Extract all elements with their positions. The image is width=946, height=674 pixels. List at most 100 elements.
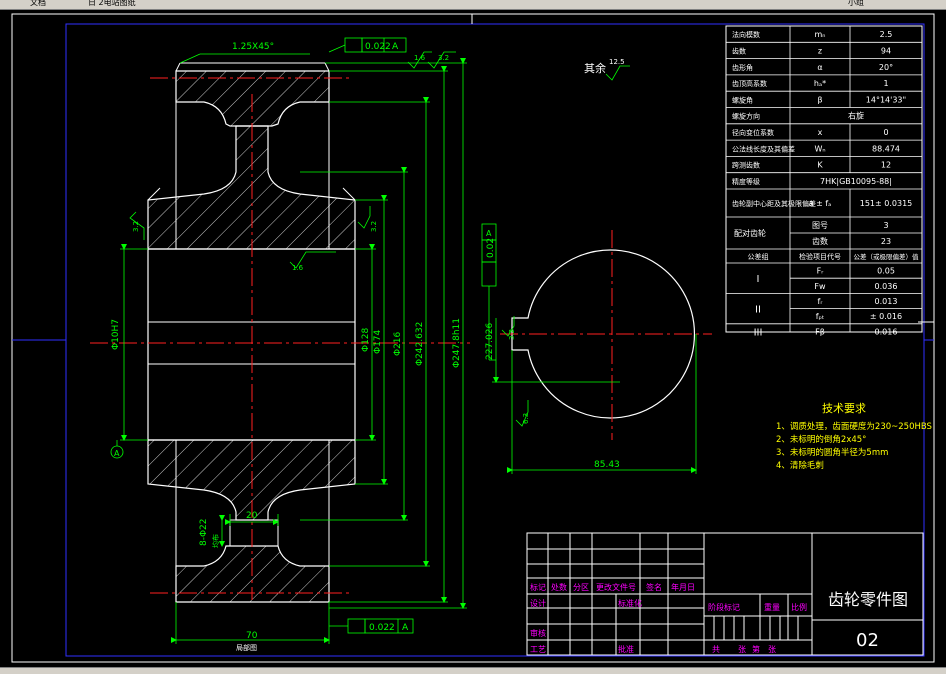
gear-section-view [90,62,470,603]
hole-note: 均布 [211,534,220,548]
param-val-6: 0 [883,128,888,137]
param-val-10: 151± 0.0315 [860,199,913,208]
param-name-10: 齿轮副中心距及其极限偏差 [732,199,816,208]
rest-rough: 12.5 [609,58,625,66]
tb-sign: 签名 [646,582,662,592]
status-bar [0,667,946,674]
tol-code-1-1: fₚₜ [816,312,825,321]
tb-count: 处数 [551,582,567,592]
chamfer-label: 1.25X45° [232,42,274,52]
param-merged-5: 右旋 [848,111,864,121]
tol-code-0-0: Fᵣ [817,267,825,276]
width-20-label: 20 [246,511,258,521]
param-sym-1: z [818,46,822,55]
width-70-label: 70 [246,631,258,641]
param-sym-8: K [817,161,823,170]
param-merged-9: 7HK|GB10095-88| [820,177,892,186]
tb-scale: 比例 [791,602,807,612]
param-val-2: 20° [879,63,893,72]
rough-top-1: 1.6 [414,54,426,62]
param-name-3: 齿顶高系数 [732,79,767,88]
tb-approve: 批准 [618,644,634,654]
tech-item-1: 1、调质处理，齿面硬度为230~250HBS [776,421,932,432]
tol-head-group: 公差组 [748,252,769,261]
param-val-4: 14°14'33" [866,95,906,104]
tb-drawing-title: 齿轮零件图 [828,590,908,609]
rough-bore: 1.6 [292,264,304,272]
param-val-7: 88.474 [872,144,900,153]
param-val-0: 2.5 [880,30,893,39]
tb-mark: 标记 [530,582,546,592]
tol-code-1-0: fᵣ [818,297,824,306]
param-sym-4: β [817,95,822,104]
tol-group-1: II [755,305,761,316]
rough-right: 3.2 [370,221,378,232]
param-sym-6: x [818,128,823,137]
end-view-text: 其余 12.5 0.02 A 227.026 3.2 6.3 85.43 [485,58,625,470]
hole-label: 8-Φ22 [199,518,209,546]
tol-val-1-1: ± 0.016 [870,312,902,321]
rough-keyway: 3.2 [508,329,516,340]
tech-item-2: 2、未标明的倒角2x45° [776,434,866,445]
rough-left: 3.2 [132,221,140,232]
tb-design: 设计 [530,598,546,608]
mating-row2-val: 23 [881,237,891,246]
param-sym-7: Wₙ [814,144,825,153]
dim-85-label: 85.43 [594,460,620,470]
toolbar-item-1[interactable]: 文档 [30,0,46,7]
toolbar-item-2[interactable]: 日 2电站图纸 [88,0,136,7]
tb-standard: 标准化 [618,598,642,608]
tb-zone: 分区 [573,583,589,592]
tech-title: 技术要求 [822,402,866,415]
tol-group-0: I [757,274,760,285]
param-name-4: 螺旋角 [732,95,753,104]
param-name-1: 齿数 [732,46,746,55]
tb-page: 第 [752,644,760,654]
param-val-1: 94 [881,46,891,55]
param-sym-10: a ± fₐ [809,199,832,208]
tb-total: 共 [712,645,720,654]
mating-row1-val: 3 [883,221,888,230]
tol-val-0-0: 0.05 [877,267,895,276]
end-view-dims [481,65,697,474]
tol-code-0-1: Fw [814,282,826,291]
tb-weight: 重量 [764,602,780,612]
toolbar-item-6[interactable]: 小组 [848,0,864,7]
tech-item-4: 4、清除毛刺 [776,460,824,471]
param-name-7: 公法线长度及其偏差 [732,144,795,153]
param-sym-0: mₙ [815,30,826,39]
title-block [526,532,924,656]
tol-val-2-0: 0.016 [875,327,898,336]
tb-process: 工艺 [530,645,546,654]
mating-label: 配对齿轮 [734,228,766,238]
tb-drawing-number: 02 [856,630,879,651]
param-val-3: 1 [883,79,888,88]
param-sym-2: α [817,63,822,72]
cad-drawing-canvas[interactable]: 1.25X45° 0.022 A 1.6 3.2 3.2 3.2 1.6 Φ10… [0,10,946,667]
section-dim-text: 1.25X45° 0.022 A 1.6 3.2 3.2 3.2 1.6 Φ10… [111,42,462,652]
tol-val-1-0: 0.013 [875,297,898,306]
tol-top-value: 0.022 [365,42,391,52]
tol-group-2: III [754,327,763,338]
dia-tip-label: Φ247.8h11 [452,318,462,368]
section-caption: 局部图 [236,643,257,652]
end-tol-datum: A [486,229,492,238]
rough-top-2: 3.2 [438,54,449,62]
tol-head-code: 检验项目代号 [799,252,841,261]
tol-bottom-datum: A [402,623,409,633]
param-name-5: 螺旋方向 [732,112,760,121]
tb-doc: 更改文件号 [596,582,636,592]
param-name-2: 齿形角 [732,63,753,72]
tol-val-0-1: 0.036 [875,282,898,291]
param-sym-3: hₐ* [814,79,826,88]
param-name-8: 跨测齿数 [732,161,760,170]
rough-end-bore: 6.3 [522,413,530,424]
param-name-9: 精度等级 [732,177,760,186]
title-block-text: 标记 处数 分区 更改文件号 签名 年月日 设计 标准化 阶段标记 重量 比例 … [530,582,908,654]
window-toolbar: 文档 日 2电站图纸 小组 [0,0,946,10]
end-tol-value: 0.02 [486,238,496,258]
tb-sheet2: 张 [768,645,776,654]
tb-date: 年月日 [671,582,695,592]
param-table-border [725,25,923,333]
